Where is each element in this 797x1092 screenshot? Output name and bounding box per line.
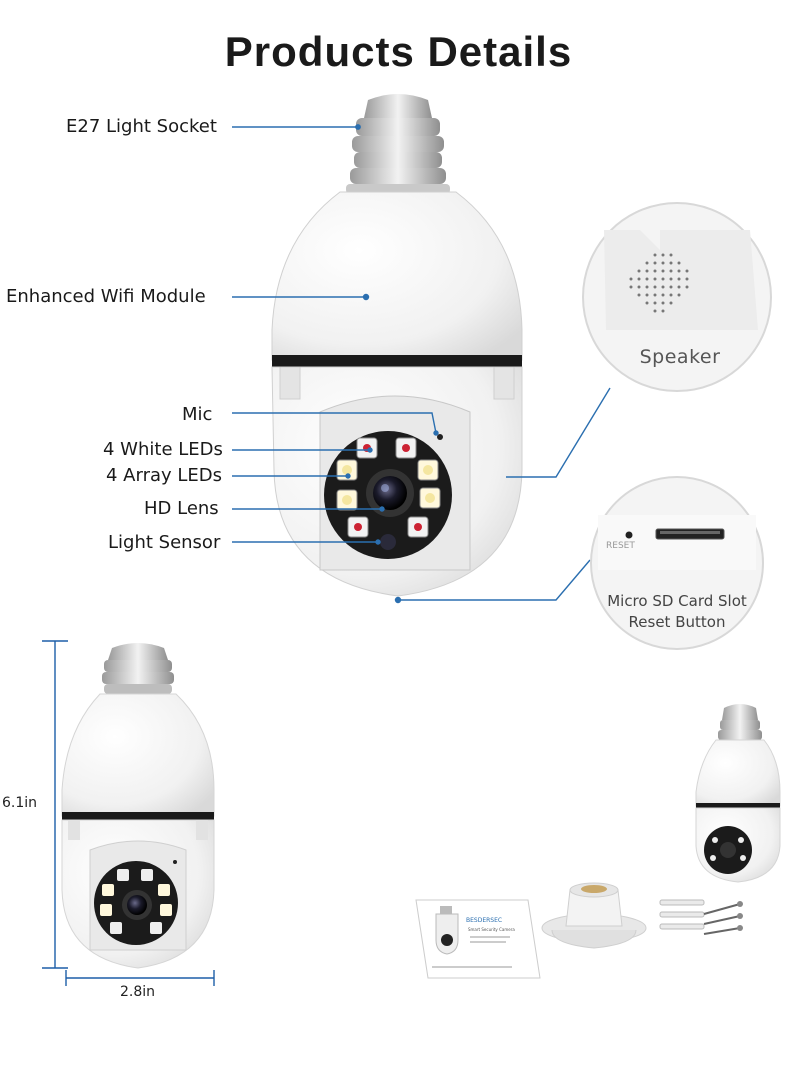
sd-caption-line1: Micro SD Card Slot — [607, 592, 747, 610]
height-dimension: 6.1in — [2, 795, 38, 811]
screws-and-anchors — [659, 899, 743, 935]
dimension-lines — [42, 640, 215, 986]
dimension-camera — [61, 643, 215, 969]
reset-hole — [625, 531, 633, 539]
e27-socket — [346, 94, 450, 194]
lamp-holder — [541, 882, 647, 949]
reset-caption: RESET — [606, 541, 635, 551]
label-hd-lens: HD Lens — [144, 498, 219, 519]
mic-hole — [437, 434, 443, 440]
page-title: Products Details — [224, 28, 573, 75]
hd-lens — [373, 476, 407, 510]
label-white-leds: 4 White LEDs — [103, 439, 223, 460]
label-e27-socket: E27 Light Socket — [66, 116, 217, 137]
speaker-grille — [629, 253, 689, 313]
label-light-sensor: Light Sensor — [108, 532, 221, 553]
label-mic: Mic — [182, 404, 213, 425]
led-array — [336, 437, 441, 538]
main-camera — [271, 94, 523, 597]
width-dimension: 2.8in — [120, 984, 156, 1000]
speaker-caption: Speaker — [639, 346, 721, 368]
user-manual: BESDERSEC Smart Security Camera — [415, 899, 541, 979]
leader-lines — [232, 124, 611, 604]
sd-card-callout — [590, 476, 764, 650]
label-array-leds: 4 Array LEDs — [106, 465, 223, 486]
light-sensor — [380, 534, 396, 550]
sd-caption-line2: Reset Button — [628, 613, 726, 631]
label-wifi-module: Enhanced Wifi Module — [6, 286, 206, 307]
speaker-callout — [582, 202, 772, 392]
manual-brand: BESDERSEC — [466, 917, 502, 924]
manual-subtitle: Smart Security Camera — [468, 927, 515, 932]
package-camera — [695, 704, 781, 883]
